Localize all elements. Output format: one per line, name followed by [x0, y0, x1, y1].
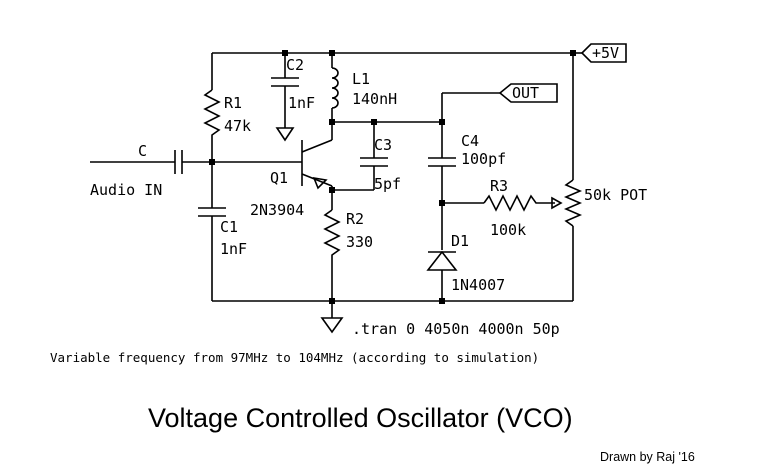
main-ground-symbol: [320, 317, 344, 334]
r1-name-label: R1: [224, 94, 242, 112]
c3-capacitor: [360, 157, 388, 167]
c1-name-label: C1: [220, 218, 238, 236]
audio-in-label: Audio IN: [90, 181, 162, 199]
out-label: OUT: [512, 84, 539, 102]
c3-name-label: C3: [374, 136, 392, 154]
l1-inductor: [331, 67, 339, 109]
junction-dot: [209, 159, 215, 165]
wires: [90, 52, 582, 318]
r3-resistor: [483, 194, 555, 212]
r1-resistor: [203, 89, 221, 140]
junction-dot: [329, 50, 335, 56]
q1-name-label: Q1: [270, 169, 288, 187]
r1-value-label: 47k: [224, 117, 251, 135]
r2-value-label: 330: [346, 233, 373, 251]
r3-arrow: [551, 196, 563, 210]
c3-value-label: 5pf: [374, 175, 401, 193]
c2-name-label: C2: [286, 56, 304, 74]
c2-capacitor: [271, 77, 299, 87]
l1-name-label: L1: [352, 70, 370, 88]
q1-emitter-arrow: [312, 176, 328, 190]
junction-dot: [329, 298, 335, 304]
junction-dot: [329, 187, 335, 193]
c4-name-label: C4: [461, 132, 479, 150]
d1-diode: [426, 250, 458, 271]
junction-dot: [439, 200, 445, 206]
input-cap-label: C: [138, 142, 147, 160]
pot-label: 50k POT: [584, 186, 647, 204]
vcc-label: +5V: [592, 44, 619, 62]
c2-ground-symbol: [275, 127, 295, 142]
c1-capacitor: [198, 207, 226, 217]
r2-name-label: R2: [346, 210, 364, 228]
c4-value-label: 100pf: [461, 150, 506, 168]
vcc-flag: [580, 43, 627, 63]
out-flag: [498, 83, 558, 103]
r3-value-label: 100k: [490, 221, 526, 239]
credit-label: Drawn by Raj '16: [600, 450, 695, 464]
pot-resistor: [563, 179, 583, 227]
l1-value-label: 140nH: [352, 90, 397, 108]
junction-dot: [570, 50, 576, 56]
junction-dot: [439, 298, 445, 304]
r3-name-label: R3: [490, 177, 508, 195]
junction-dot: [439, 119, 445, 125]
input-capacitor: [174, 150, 183, 174]
junction-dot: [329, 119, 335, 125]
q1-part-label: 2N3904: [250, 201, 304, 219]
junction-dot: [371, 119, 377, 125]
c1-value-label: 1nF: [220, 240, 247, 258]
c4-capacitor: [428, 157, 456, 167]
d1-name-label: D1: [451, 232, 469, 250]
c2-value-label: 1nF: [288, 94, 315, 112]
q1-transistor: [301, 139, 333, 190]
d1-part-label: 1N4007: [451, 276, 505, 294]
junctions: [209, 50, 576, 304]
diagram-title: Voltage Controlled Oscillator (VCO): [148, 403, 573, 433]
junction-dot: [282, 50, 288, 56]
frequency-note: Variable frequency from 97MHz to 104MHz …: [50, 350, 539, 365]
spice-directive: .tran 0 4050n 4000n 50p: [352, 320, 560, 338]
r2-resistor: [323, 209, 341, 258]
